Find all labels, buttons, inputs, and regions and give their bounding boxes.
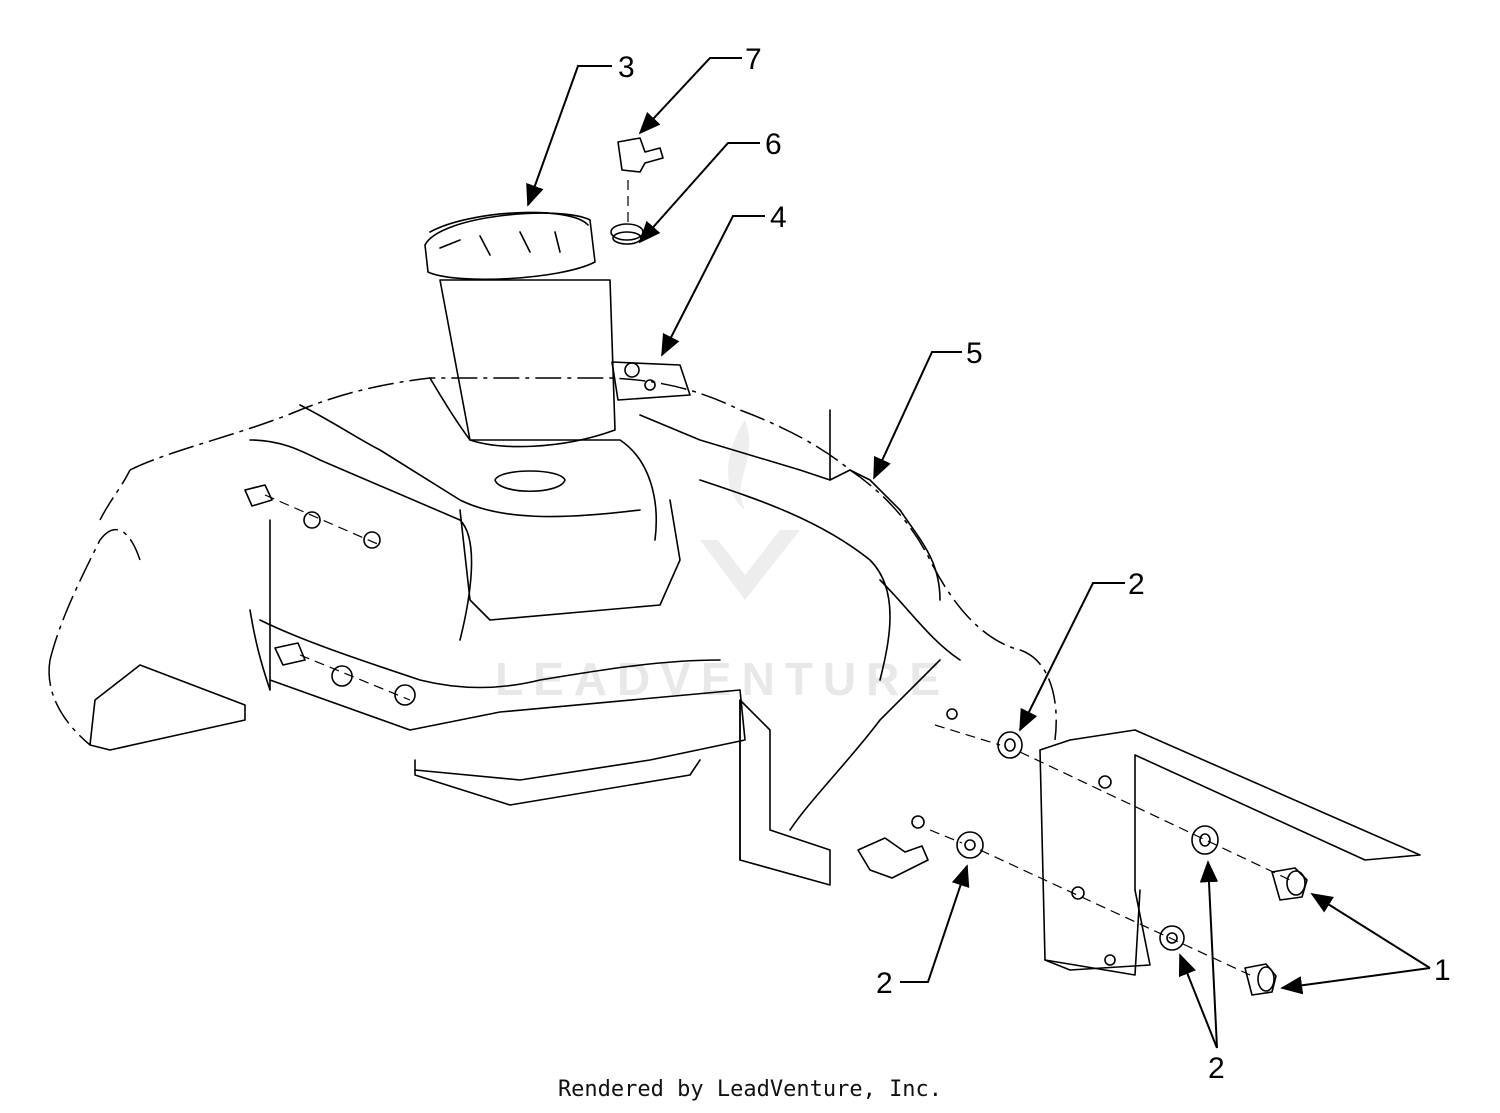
callout-1: 1 [1434,954,1451,987]
fuel-cap [424,211,616,448]
footer-credit: Rendered by LeadVenture, Inc. [557,1077,943,1102]
washers [956,731,1219,951]
grommet [610,223,644,245]
callout-labels: 3 7 6 4 5 2 2 1 2 [618,43,1451,1085]
callout-4: 4 [770,201,787,234]
mounting-bracket [1039,729,1421,976]
bolts [1244,867,1308,996]
callout-5: 5 [966,337,983,370]
leader-lines [526,57,1431,1049]
watermark-logo: LEADVENTURE [495,420,950,705]
fuel-sender [611,361,691,401]
callout-6: 6 [765,128,782,161]
callout-2-lower-left: 2 [876,967,893,1000]
fuel-tank [48,377,1057,886]
callout-7: 7 [745,43,762,76]
watermark-text: LEADVENTURE [495,653,950,705]
callout-3: 3 [618,51,635,84]
callout-2-upper: 2 [1128,568,1145,601]
callout-2-bottom: 2 [1208,1052,1225,1085]
assembly-lines [929,724,1291,976]
vent-fitting [617,137,664,226]
